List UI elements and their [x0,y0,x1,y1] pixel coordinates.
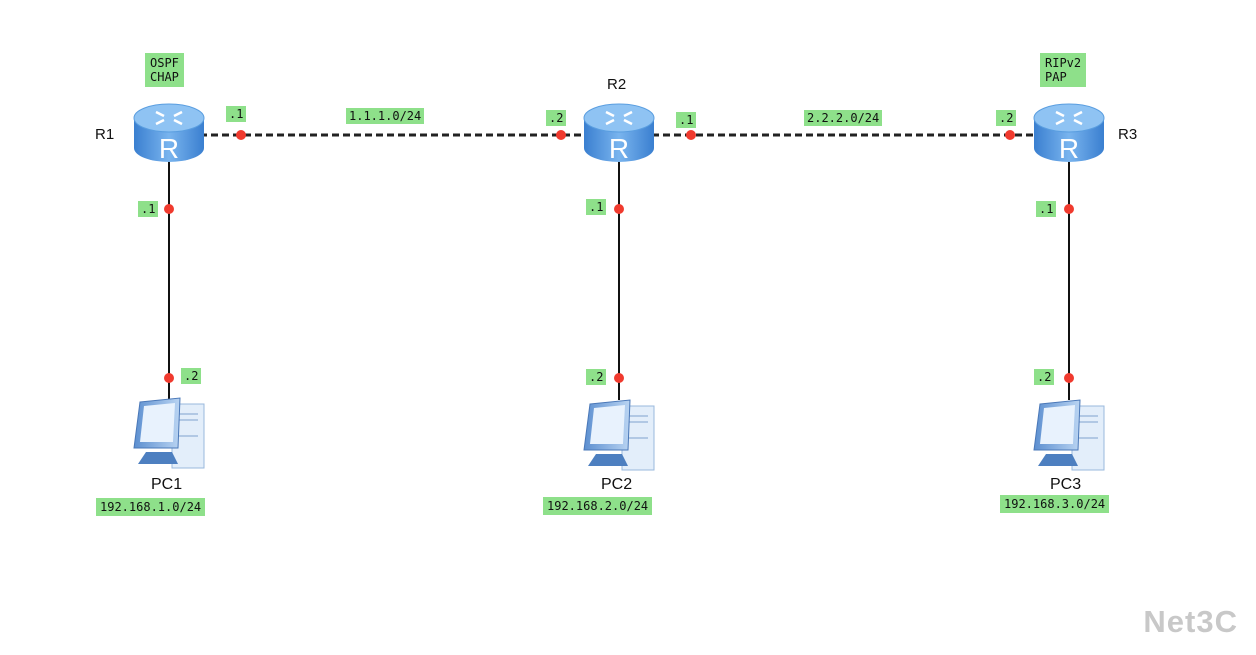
link1-network: 1.1.1.0/24 [346,108,425,124]
pc3-icon[interactable] [1028,398,1108,472]
router-r2-icon[interactable] [582,100,656,164]
pc2-icon[interactable] [578,398,658,472]
router-r2-label: R2 [607,76,627,93]
pc1-ip: .2 [181,368,202,384]
router-r3-label: R3 [1118,126,1138,143]
lan3-network: 192.168.3.0/24 [1000,495,1110,513]
port-dot [236,130,246,140]
link2-network: 2.2.2.0/24 [804,110,883,126]
r2-serial-ip-left: .2 [546,110,567,126]
pc3-label: PC3 [1050,476,1082,493]
port-dot [614,373,624,383]
port-dot [1005,130,1015,140]
r2-serial-ip-right: .1 [676,112,697,128]
port-dot [614,204,624,214]
r3-lan-ip: .1 [1036,201,1057,217]
lan2-network: 192.168.2.0/24 [543,497,653,515]
port-dot [164,373,174,383]
r3-protocol-tag: RIPv2 PAP [1040,53,1087,87]
r1-protocol-tag: OSPF CHAP [145,53,184,87]
pc3-ip: .2 [1034,369,1055,385]
lan1-network: 192.168.1.0/24 [96,498,206,516]
r2-lan-ip: .1 [586,199,607,215]
port-dot [1064,373,1074,383]
router-r1-icon[interactable] [132,100,206,164]
port-dot [686,130,696,140]
port-dot [164,204,174,214]
pc2-ip: .2 [586,369,607,385]
pc1-icon[interactable] [128,396,208,470]
router-r1-label: R1 [95,126,115,143]
r1-lan-ip: .1 [138,201,159,217]
r1-serial-ip: .1 [226,106,247,122]
r3-serial-ip: .2 [996,110,1017,126]
pc1-label: PC1 [151,476,183,493]
router-r3-icon[interactable] [1032,100,1106,164]
watermark-logo: Net3C [1143,604,1238,639]
port-dot [1064,204,1074,214]
port-dot [556,130,566,140]
pc2-label: PC2 [601,476,633,493]
